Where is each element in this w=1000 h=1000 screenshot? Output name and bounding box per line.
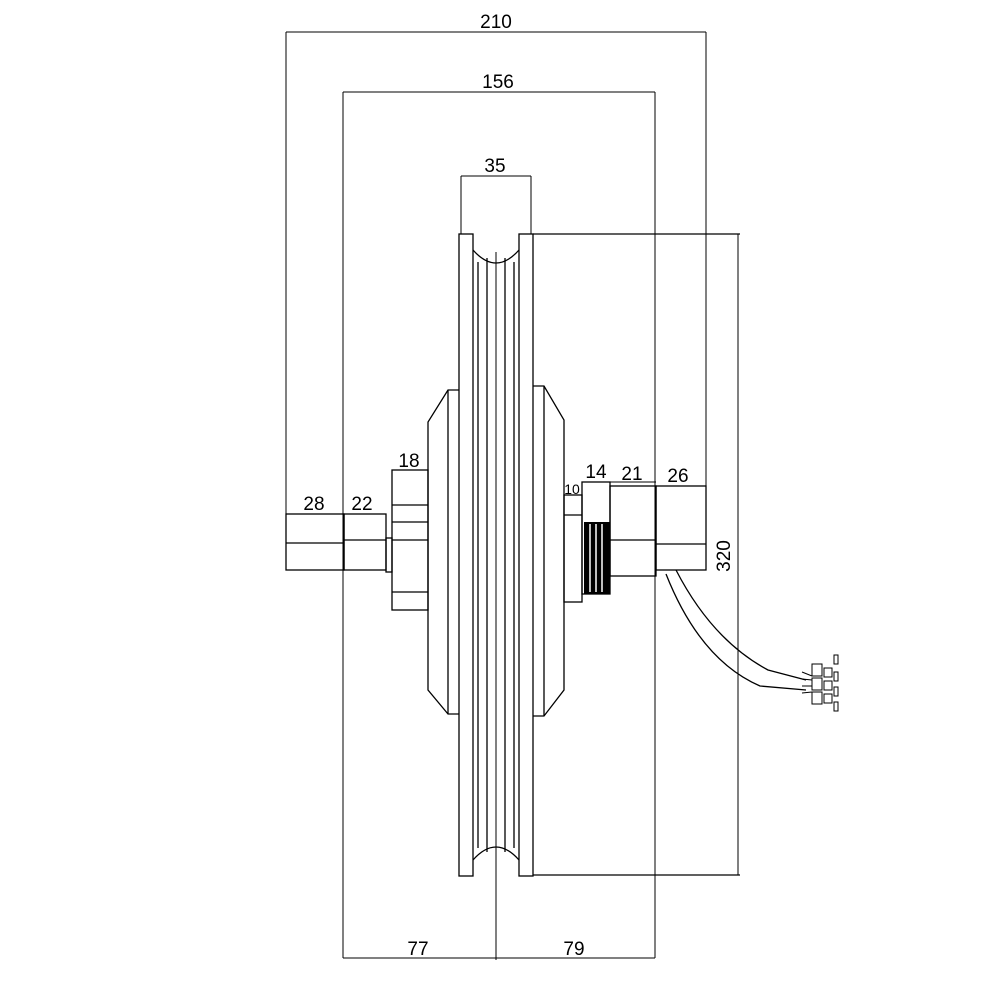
- left-axle: [285, 469, 429, 611]
- left-axle-step: [343, 513, 387, 571]
- dim-right-axle: 26: [667, 466, 688, 487]
- dim-left-step: 22: [351, 494, 372, 515]
- left-washer: [385, 537, 393, 573]
- right-axle-step: [609, 485, 657, 577]
- dim-right-spacer: 10: [564, 481, 580, 497]
- right-nut-thread: [584, 522, 610, 594]
- dim-right-nut: 14: [585, 462, 607, 483]
- dimension-labels: 210 156 35 28 22 18 10 14 21 26 320 77 7…: [303, 12, 735, 960]
- dim-right-step: 21: [621, 464, 642, 485]
- dim-rim-width: 35: [484, 156, 505, 177]
- left-hub-cover: [427, 389, 459, 715]
- dim-overall-width: 210: [480, 12, 512, 33]
- dim-left-nut: 18: [398, 451, 419, 472]
- right-axle-end: [655, 485, 707, 571]
- dim-right-half: 79: [563, 939, 584, 960]
- motor-cable: [665, 569, 839, 712]
- right-hub-cover: [533, 385, 565, 717]
- cable-connector: [801, 654, 839, 712]
- dim-left-half: 77: [407, 939, 428, 960]
- right-spacer: [563, 494, 583, 603]
- dim-diameter: 320: [714, 540, 735, 572]
- dim-left-axle: 28: [303, 494, 324, 515]
- dim-shell-width: 156: [482, 72, 514, 93]
- rim-left-flange: [458, 233, 474, 877]
- cable-upper-edge: [675, 569, 807, 681]
- left-axle-end: [285, 513, 345, 571]
- dimension-lines: [285, 31, 739, 959]
- rim-right-flange: [518, 233, 534, 877]
- wheel-outline: [427, 233, 740, 960]
- right-axle: [563, 481, 707, 603]
- cable-lower-edge: [665, 573, 807, 691]
